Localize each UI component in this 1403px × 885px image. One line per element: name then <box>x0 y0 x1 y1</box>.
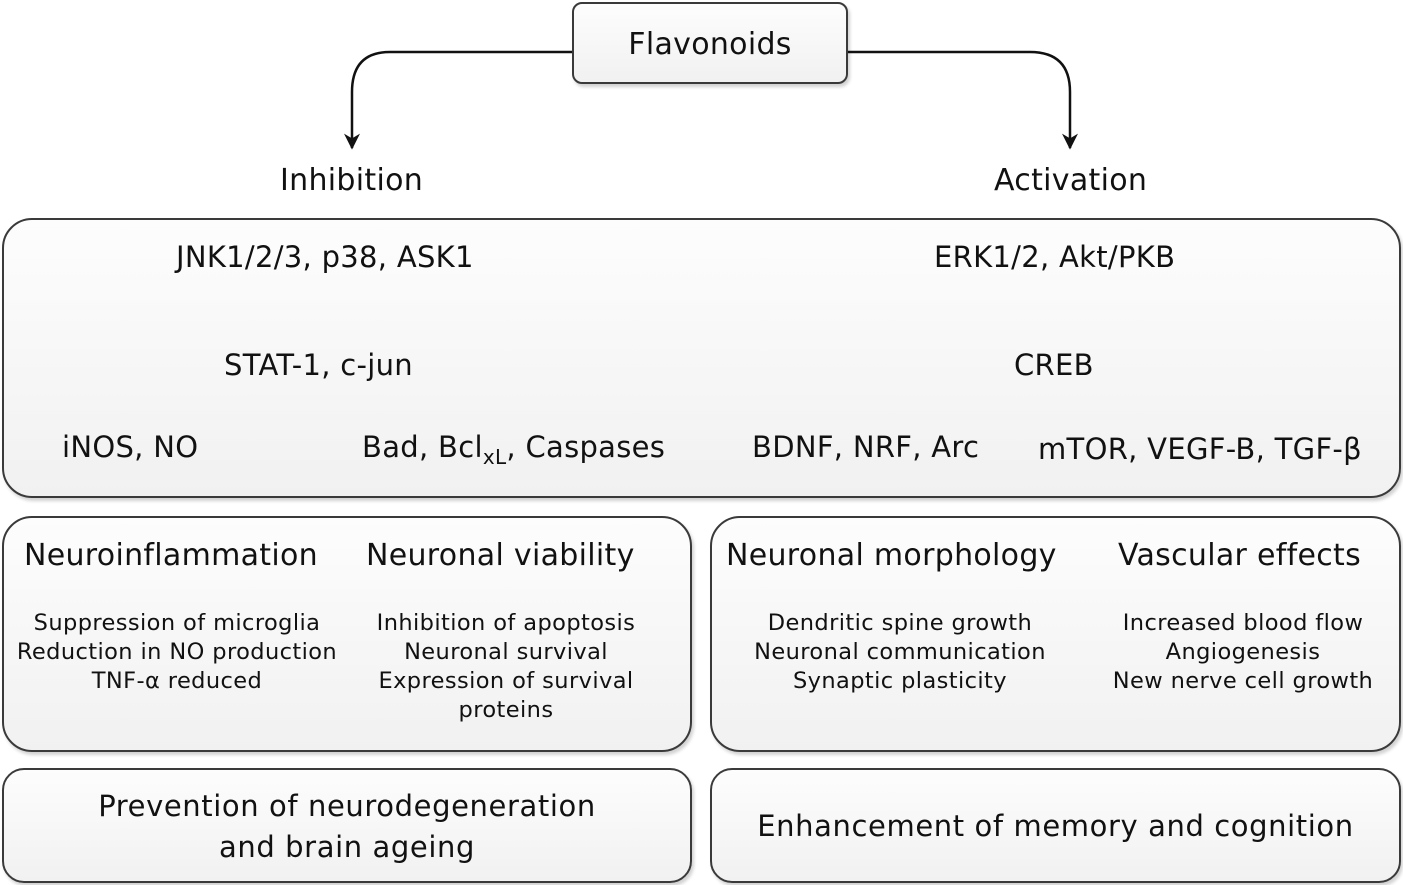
node-bdnf-nrf-arc: BDNF, NRF, Arc <box>752 430 980 464</box>
outcome-memory-cognition: Enhancement of memory and cognition <box>757 809 1354 843</box>
node-bad-bcl-caspases: Bad, BclxL, Caspases <box>362 430 665 469</box>
list-item: Expression of survival <box>378 668 634 694</box>
neuronal-morphology-heading: Neuronal morphology <box>726 538 1057 573</box>
arrow-to-activation <box>848 50 1078 150</box>
left-effects-panel <box>2 516 692 752</box>
bcl-subscript: xL <box>482 444 507 469</box>
node-jnk-p38-ask1: JNK1/2/3, p38, ASK1 <box>176 240 474 274</box>
inhibition-label: Inhibition <box>280 163 424 198</box>
flavonoids-box <box>572 2 848 84</box>
neuronal-morphology-list: Dendritic spine growth Neuronal communic… <box>740 609 1060 696</box>
list-item: Neuronal communication <box>754 639 1046 665</box>
neuroinflammation-list: Suppression of microglia Reduction in NO… <box>6 609 348 696</box>
vascular-effects-heading: Vascular effects <box>1118 538 1362 573</box>
node-mtor-vegfb-tgfb: mTOR, VEGF-B, TGF-β <box>1038 432 1362 466</box>
right-effects-panel <box>710 516 1401 752</box>
neuronal-viability-list: Inhibition of apoptosis Neuronal surviva… <box>356 609 656 725</box>
caspases-text: , Caspases <box>506 430 666 464</box>
node-inos-no: iNOS, NO <box>62 430 199 464</box>
arrow-to-inhibition <box>344 50 572 150</box>
neuroinflammation-heading: Neuroinflammation <box>24 538 318 573</box>
list-item: TNF-α reduced <box>91 668 263 694</box>
node-erk-akt: ERK1/2, Akt/PKB <box>934 240 1176 274</box>
outcome-neurodegeneration: Prevention of neurodegeneration and brai… <box>2 786 692 868</box>
list-item: proteins <box>458 697 554 723</box>
list-item: New nerve cell growth <box>1112 668 1374 694</box>
flavonoids-label: Flavonoids <box>628 27 792 62</box>
list-item: Inhibition of apoptosis <box>376 610 636 636</box>
bad-bcl-text: Bad, Bcl <box>362 430 483 464</box>
outcome-line: and brain ageing <box>218 830 475 864</box>
left-outcome-panel <box>2 768 692 883</box>
node-stat1-cjun: STAT-1, c-jun <box>224 348 413 382</box>
neuronal-viability-heading: Neuronal viability <box>366 538 635 573</box>
vascular-effects-list: Increased blood flow Angiogenesis New ne… <box>1098 609 1388 696</box>
list-item: Increased blood flow <box>1122 610 1364 636</box>
list-item: Angiogenesis <box>1165 639 1321 665</box>
list-item: Suppression of microglia <box>33 610 321 636</box>
list-item: Synaptic plasticity <box>792 668 1007 694</box>
list-item: Neuronal survival <box>404 639 608 665</box>
activation-label: Activation <box>994 163 1148 198</box>
node-creb: CREB <box>1014 348 1094 382</box>
outcome-line: Prevention of neurodegeneration <box>98 789 596 823</box>
pathway-panel <box>2 218 1401 498</box>
list-item: Reduction in NO production <box>16 639 338 665</box>
right-outcome-panel <box>710 768 1401 883</box>
list-item: Dendritic spine growth <box>767 610 1033 636</box>
